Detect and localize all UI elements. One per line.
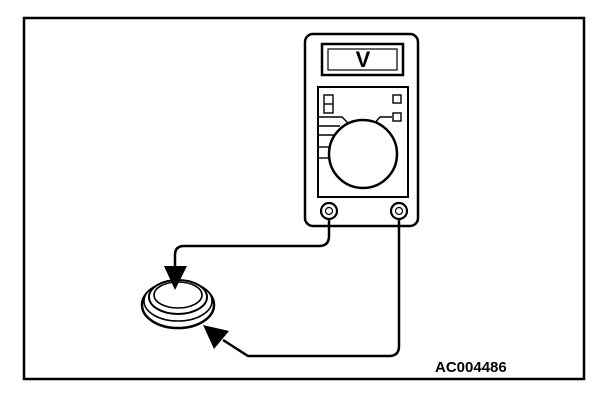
figure-code: AC004486 (435, 359, 507, 376)
range-indicator-lower (392, 112, 402, 122)
display-reading: V (356, 47, 371, 72)
probe-arrow-left (164, 266, 187, 290)
test-lead-left (173, 219, 331, 268)
coin-battery-icon (140, 279, 216, 330)
test-lead-right (222, 219, 401, 358)
probe-arrow-right (203, 325, 229, 349)
multimeter-icon: V (303, 32, 420, 228)
rotary-dial (327, 118, 399, 190)
range-indicator-top (392, 94, 402, 104)
